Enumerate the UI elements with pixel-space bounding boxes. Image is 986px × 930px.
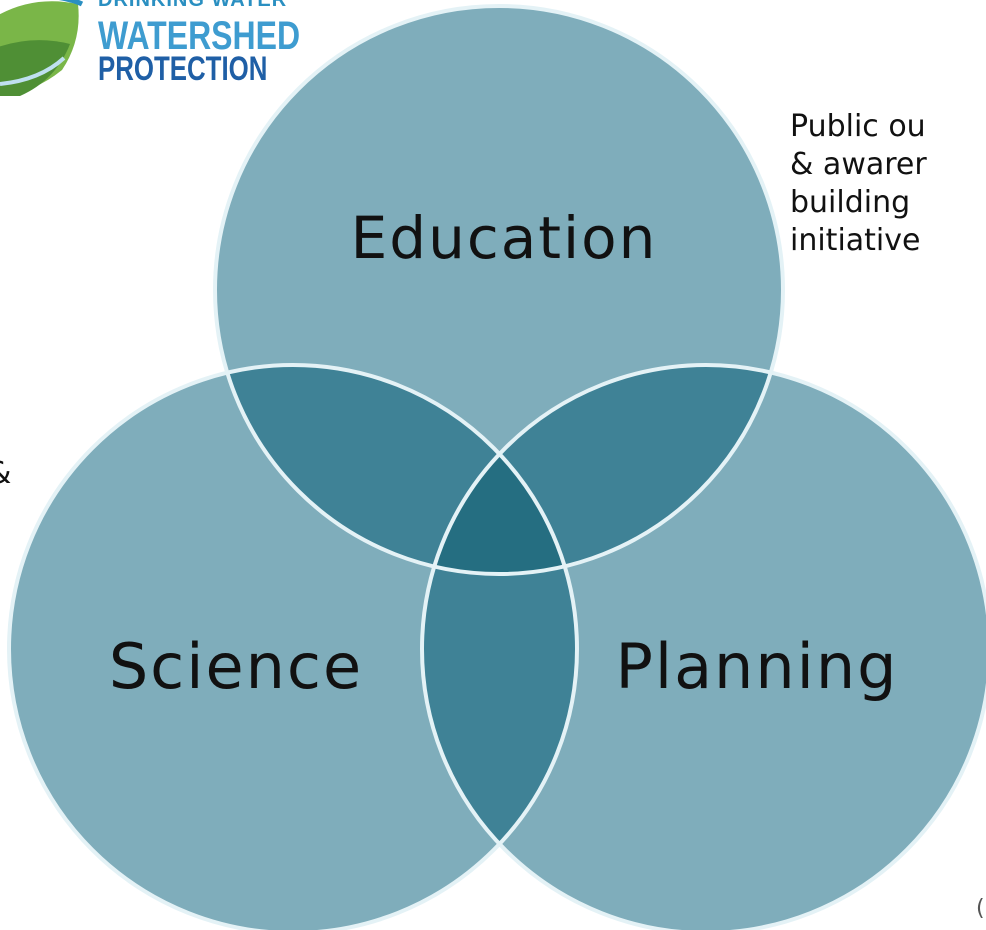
- education-outline: [213, 4, 785, 576]
- education-planning-overlap: [422, 365, 783, 574]
- planning-label: Planning: [615, 630, 898, 703]
- outreach-description: Public ou & awarer building initiative: [790, 109, 927, 258]
- logo-text-line1: DRINKING WATER: [98, 0, 288, 11]
- science-label: Science: [109, 630, 363, 703]
- logo-text-line3: PROTECTION: [98, 50, 268, 88]
- education-science-overlap: [215, 365, 577, 574]
- logo-mark-icon: [0, 0, 84, 96]
- corner-text-fragment: (: [976, 896, 985, 921]
- left-text-fragment: &: [0, 455, 11, 493]
- science-outline: [7, 363, 579, 930]
- logo-text-line2: WATERSHED: [98, 14, 301, 58]
- planning-outline: [420, 363, 986, 930]
- education-label: Education: [351, 204, 658, 272]
